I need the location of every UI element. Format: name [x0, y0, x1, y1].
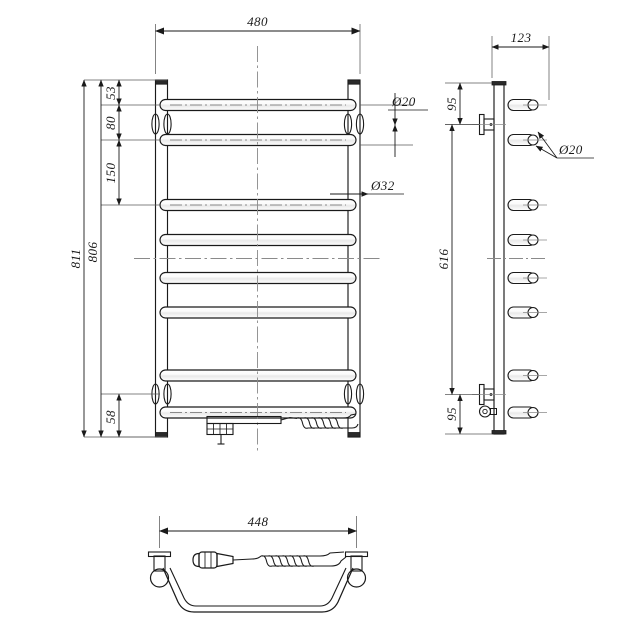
dim-label-150: 150 — [103, 163, 118, 184]
callout-tube-d32-front: Ø32 — [330, 178, 404, 197]
dim-label-95-bottom: 95 — [444, 407, 459, 421]
bottom-u-tube-outer — [162, 567, 354, 613]
wall-bracket-upper-right — [343, 113, 365, 135]
wall-bracket-upper-left — [151, 113, 172, 135]
side-electrical-fitting — [478, 405, 497, 418]
callout-hole-d20-side: Ø20 — [535, 131, 594, 159]
front-rail-7 — [159, 369, 357, 382]
power-cord-coil-front — [280, 413, 359, 429]
dimension-front-body-height: 806 — [85, 79, 104, 438]
dimension-seg-58: 58 — [103, 393, 122, 438]
side-rail-hole-centerlines — [523, 104, 547, 413]
front-rail-3 — [159, 198, 357, 212]
dim-label-806: 806 — [85, 242, 100, 263]
bottom-power-cord-coil — [232, 551, 347, 567]
dimension-front-width: 480 — [155, 14, 361, 74]
callout-tube-d20-front: Ø20 — [360, 93, 428, 157]
dim-label-d20-side: Ø20 — [558, 142, 583, 157]
dim-label-811: 811 — [68, 249, 83, 269]
dimension-bottom-width: 448 — [159, 514, 357, 548]
front-rail-2 — [159, 133, 357, 147]
bottom-flange-left — [147, 551, 172, 588]
dim-label-95-top: 95 — [444, 97, 459, 111]
dimension-side-bottom-95: 95 — [444, 394, 492, 435]
front-view: 480 811 806 53 80 — [68, 14, 428, 452]
dimension-seg-80: 80 — [103, 104, 122, 141]
front-extension-lines — [84, 79, 167, 438]
bottom-flange-right — [344, 551, 369, 588]
dimension-side-depth: 123 — [491, 30, 550, 100]
dimension-seg-150: 150 — [103, 139, 122, 206]
dim-label-480: 480 — [247, 14, 268, 29]
dim-label-d20-front: Ø20 — [391, 94, 416, 109]
dim-label-616: 616 — [436, 249, 451, 270]
bottom-u-tube-inner — [169, 567, 347, 607]
side-main-post — [491, 81, 507, 435]
dim-label-58: 58 — [103, 410, 118, 424]
front-rail-5 — [159, 271, 357, 285]
dimension-side-top-95: 95 — [444, 82, 492, 125]
dim-label-53: 53 — [103, 86, 118, 100]
heating-element-connector — [206, 415, 282, 445]
front-rail-4 — [159, 233, 357, 247]
dim-label-d32-front: Ø32 — [370, 178, 395, 193]
dim-label-448: 448 — [248, 514, 269, 529]
bottom-view: 448 — [147, 514, 369, 613]
dimension-front-total-height: 811 — [68, 79, 87, 438]
front-rail-1 — [159, 98, 357, 112]
front-rail-8 — [159, 406, 357, 419]
dim-label-123: 123 — [511, 30, 532, 45]
bottom-power-plug — [192, 551, 234, 569]
side-view: 123 95 616 95 Ø20 — [436, 30, 594, 435]
front-rail-6 — [159, 306, 357, 319]
dimension-seg-53: 53 — [103, 79, 122, 106]
dimension-side-616: 616 — [436, 124, 480, 395]
wall-bracket-lower-right — [343, 383, 365, 405]
dim-label-80: 80 — [103, 116, 118, 130]
